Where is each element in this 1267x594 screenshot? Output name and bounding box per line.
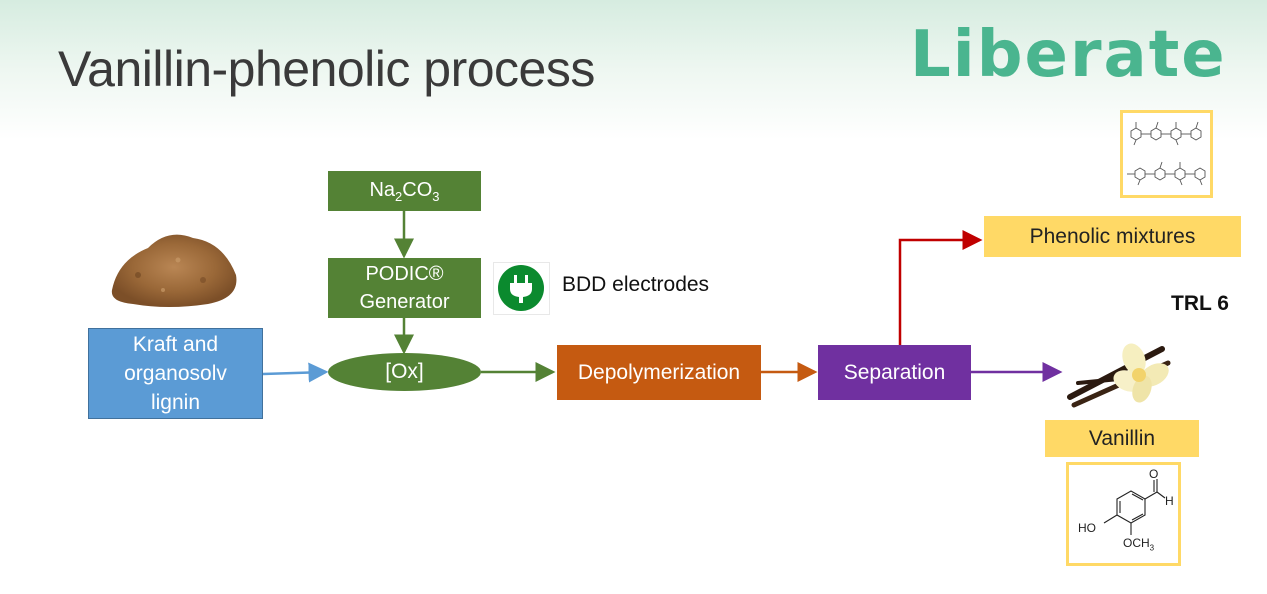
separation-box: Separation bbox=[818, 345, 971, 400]
phenolic-structures-image bbox=[1120, 110, 1213, 198]
lignin-powder-image bbox=[108, 220, 243, 310]
arrow-separation-to-phenolic bbox=[898, 230, 983, 345]
generator-line2: Generator bbox=[359, 291, 450, 313]
page-title: Vanillin-phenolic process bbox=[58, 41, 595, 97]
reagent-formula: Na2CO3 bbox=[369, 178, 440, 204]
generator-box: PODIC® Generator bbox=[328, 258, 481, 318]
vanillin-box: Vanillin bbox=[1045, 420, 1199, 457]
feedstock-line2: organosolv bbox=[124, 362, 227, 385]
vanillin-och3-label: OCH3 bbox=[1123, 536, 1155, 553]
generator-line1: PODIC® bbox=[365, 263, 444, 285]
vanilla-flower-image bbox=[1064, 335, 1174, 413]
depolymerization-box: Depolymerization bbox=[557, 345, 761, 400]
vanillin-h-label: H bbox=[1165, 494, 1174, 508]
vanillin-ho-label: HO bbox=[1078, 521, 1096, 535]
phenolic-mixtures-box: Phenolic mixtures bbox=[984, 216, 1241, 257]
vanillin-o-label: O bbox=[1149, 467, 1159, 481]
feedstock-line3: lignin bbox=[150, 391, 201, 414]
reagent-box: Na2CO3 bbox=[328, 171, 481, 211]
oxidant-node: [Ox] bbox=[328, 353, 481, 391]
plug-icon bbox=[493, 262, 550, 315]
liberate-logo: Liberate bbox=[910, 18, 1227, 92]
trl-label: TRL 6 bbox=[1171, 292, 1229, 315]
vanillin-structure-image: O H HO OCH3 bbox=[1066, 462, 1181, 566]
feedstock-line1: Kraft and bbox=[132, 333, 219, 356]
feedstock-box: Kraft and organosolv lignin bbox=[88, 328, 263, 419]
arrow-lignin-to-ox bbox=[262, 362, 329, 383]
bdd-electrodes-label: BDD electrodes bbox=[562, 273, 710, 296]
